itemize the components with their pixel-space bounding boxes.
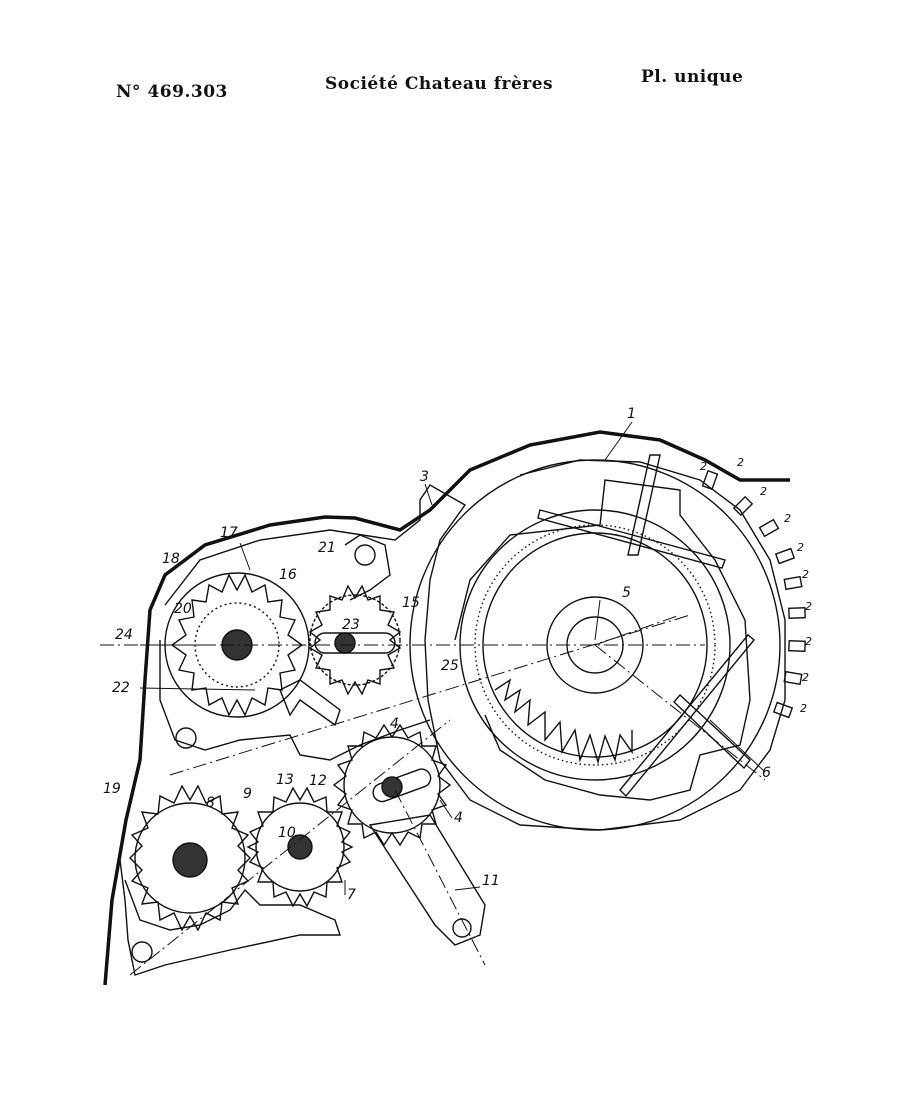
gear-10-body — [255, 802, 345, 892]
label-19: 19 — [103, 781, 121, 797]
label-18: 18 — [162, 551, 180, 567]
gear-8-teeth — [129, 784, 251, 932]
lower-arm-outline — [119, 859, 341, 976]
gear-16-teeth — [170, 573, 304, 717]
lower-plate-outline — [159, 640, 431, 761]
label-7: 7 — [347, 887, 356, 903]
label-17: 17 — [220, 525, 238, 541]
label-23: 23 — [342, 617, 360, 633]
ratchet-teeth — [494, 678, 633, 765]
cross-bar-top — [537, 509, 726, 569]
label-4b: 4 — [454, 810, 463, 826]
label-6: 6 — [762, 765, 771, 781]
label-2c: 2 — [784, 512, 791, 525]
arm-11 — [368, 814, 486, 946]
large-disc-dotted — [474, 524, 716, 766]
label-11: 11 — [482, 873, 500, 889]
shaft-4 — [381, 776, 403, 798]
label-22: 22 — [112, 680, 130, 696]
label-8: 8 — [206, 795, 215, 811]
pivot-small — [175, 727, 197, 749]
label-2i: 2 — [800, 702, 807, 715]
gear-8-body — [134, 802, 246, 914]
pivot-11 — [452, 918, 472, 938]
pivot-lower — [131, 941, 153, 963]
label-2h: 2 — [802, 671, 809, 684]
label-2b: 2 — [760, 485, 767, 498]
shaft-23 — [334, 632, 356, 654]
cross-bar-bottom — [619, 634, 755, 798]
slider-top — [627, 454, 661, 556]
gear-15-body — [309, 594, 401, 686]
pins — [701, 469, 806, 719]
label-15: 15 — [402, 595, 420, 611]
label-12: 12 — [309, 773, 327, 789]
label-5: 5 — [622, 585, 631, 601]
label-16: 16 — [279, 567, 297, 583]
label-9: 9 — [243, 786, 252, 802]
label-4a: 4 — [390, 716, 399, 732]
slot-4 — [372, 768, 432, 803]
label-2f: 2 — [805, 600, 812, 613]
pawl-22 — [279, 679, 341, 727]
label-20: 20 — [174, 601, 192, 617]
gear-10-teeth — [246, 786, 354, 908]
cam-plate — [454, 479, 751, 801]
patent-number: N° 469.303 — [116, 82, 228, 102]
label-2j: 2 — [700, 460, 707, 473]
plate-outline — [164, 459, 786, 831]
shaft-10 — [287, 834, 313, 860]
figure-labels: 1 2 2 2 2 2 2 2 2 2 2 3 4 4 5 6 7 8 9 10… — [103, 406, 812, 903]
slider-bottom — [673, 693, 751, 770]
label-25: 25 — [441, 658, 459, 674]
label-2a: 2 — [737, 456, 744, 469]
leader-lines — [139, 421, 766, 895]
label-3: 3 — [420, 469, 429, 485]
pivot-21 — [354, 544, 376, 566]
label-13: 13 — [276, 772, 294, 788]
company-name: Société Chateau frères — [325, 74, 554, 94]
hub-outer — [546, 596, 644, 694]
slot-23 — [314, 632, 396, 654]
plate-label: Pl. unique — [641, 67, 744, 87]
housing-outline — [103, 430, 790, 986]
label-2d: 2 — [797, 541, 804, 554]
label-24: 24 — [115, 627, 133, 643]
gear-15-teeth — [308, 584, 402, 696]
lever-21 — [344, 534, 391, 601]
label-10: 10 — [278, 825, 296, 841]
label-2g: 2 — [805, 635, 812, 648]
large-disc-outer — [409, 459, 781, 831]
shaft-8 — [172, 842, 208, 878]
label-21: 21 — [318, 540, 336, 556]
gear-4-teeth — [332, 723, 452, 847]
label-1: 1 — [627, 406, 636, 422]
label-2e: 2 — [802, 568, 809, 581]
